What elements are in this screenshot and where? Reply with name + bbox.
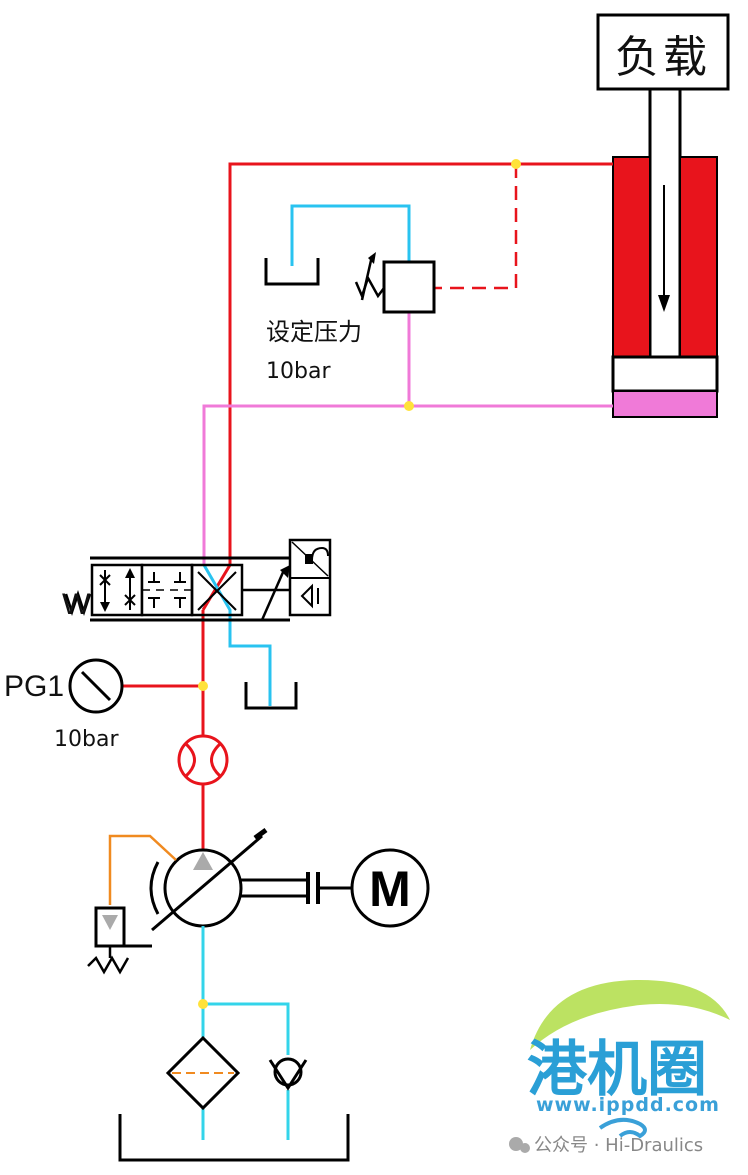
motor-label: M xyxy=(369,861,411,917)
wechat-icon xyxy=(509,1137,523,1151)
pressure-line xyxy=(122,162,613,850)
logo-text: 港机圈 xyxy=(527,1035,707,1105)
gauge-pressure-label: 10bar xyxy=(54,727,119,752)
cylinder-wall-right xyxy=(679,156,718,358)
reservoir xyxy=(118,1114,350,1162)
cylinder-piston xyxy=(611,355,719,393)
directional-control-valve xyxy=(64,538,332,622)
electric-motor: M xyxy=(350,848,430,928)
load-box: 负载 xyxy=(596,13,730,91)
solenoid-spring-icon xyxy=(64,590,92,616)
compensator-spring-icon xyxy=(87,955,130,975)
logo-url: www.ippdd.com xyxy=(536,1094,720,1116)
pressure-gauge xyxy=(68,658,124,714)
hydraulic-cylinder xyxy=(611,87,719,418)
tank-symbol xyxy=(264,258,320,286)
load-label: 负载 xyxy=(615,32,711,83)
suction-line xyxy=(201,926,290,1140)
adjust-arrow-icon xyxy=(360,255,374,301)
cylinder-wall-left xyxy=(612,156,651,358)
watermark-text: 公众号 · Hi-Draulics xyxy=(534,1135,703,1156)
rod-side-line xyxy=(202,312,613,565)
pump-triangle-icon xyxy=(193,852,213,870)
watermark: 公众号 · Hi-Draulics xyxy=(509,1135,703,1156)
variable-pump xyxy=(149,827,352,932)
pump-compensator xyxy=(87,834,177,975)
valve-tank-symbol xyxy=(244,682,298,710)
cylinder-rod-chamber xyxy=(612,390,718,418)
gauge-name-label: PG1 xyxy=(4,670,64,703)
junction-dots xyxy=(198,159,521,1009)
relief-valve xyxy=(354,252,436,314)
relief-pressure-label: 10bar xyxy=(266,359,331,384)
check-valve xyxy=(268,1057,308,1091)
relief-setting-label: 设定压力 xyxy=(266,318,362,346)
pilot-dashed-line xyxy=(434,164,518,290)
tank-line xyxy=(202,204,411,706)
arrow-down-icon xyxy=(658,295,670,312)
flow-meter xyxy=(177,734,229,786)
spring-icon xyxy=(354,274,385,300)
solenoid-label: W xyxy=(62,588,91,621)
suction-filter xyxy=(165,1035,241,1111)
logo: 港机圈 www.ippdd.com xyxy=(527,980,730,1139)
